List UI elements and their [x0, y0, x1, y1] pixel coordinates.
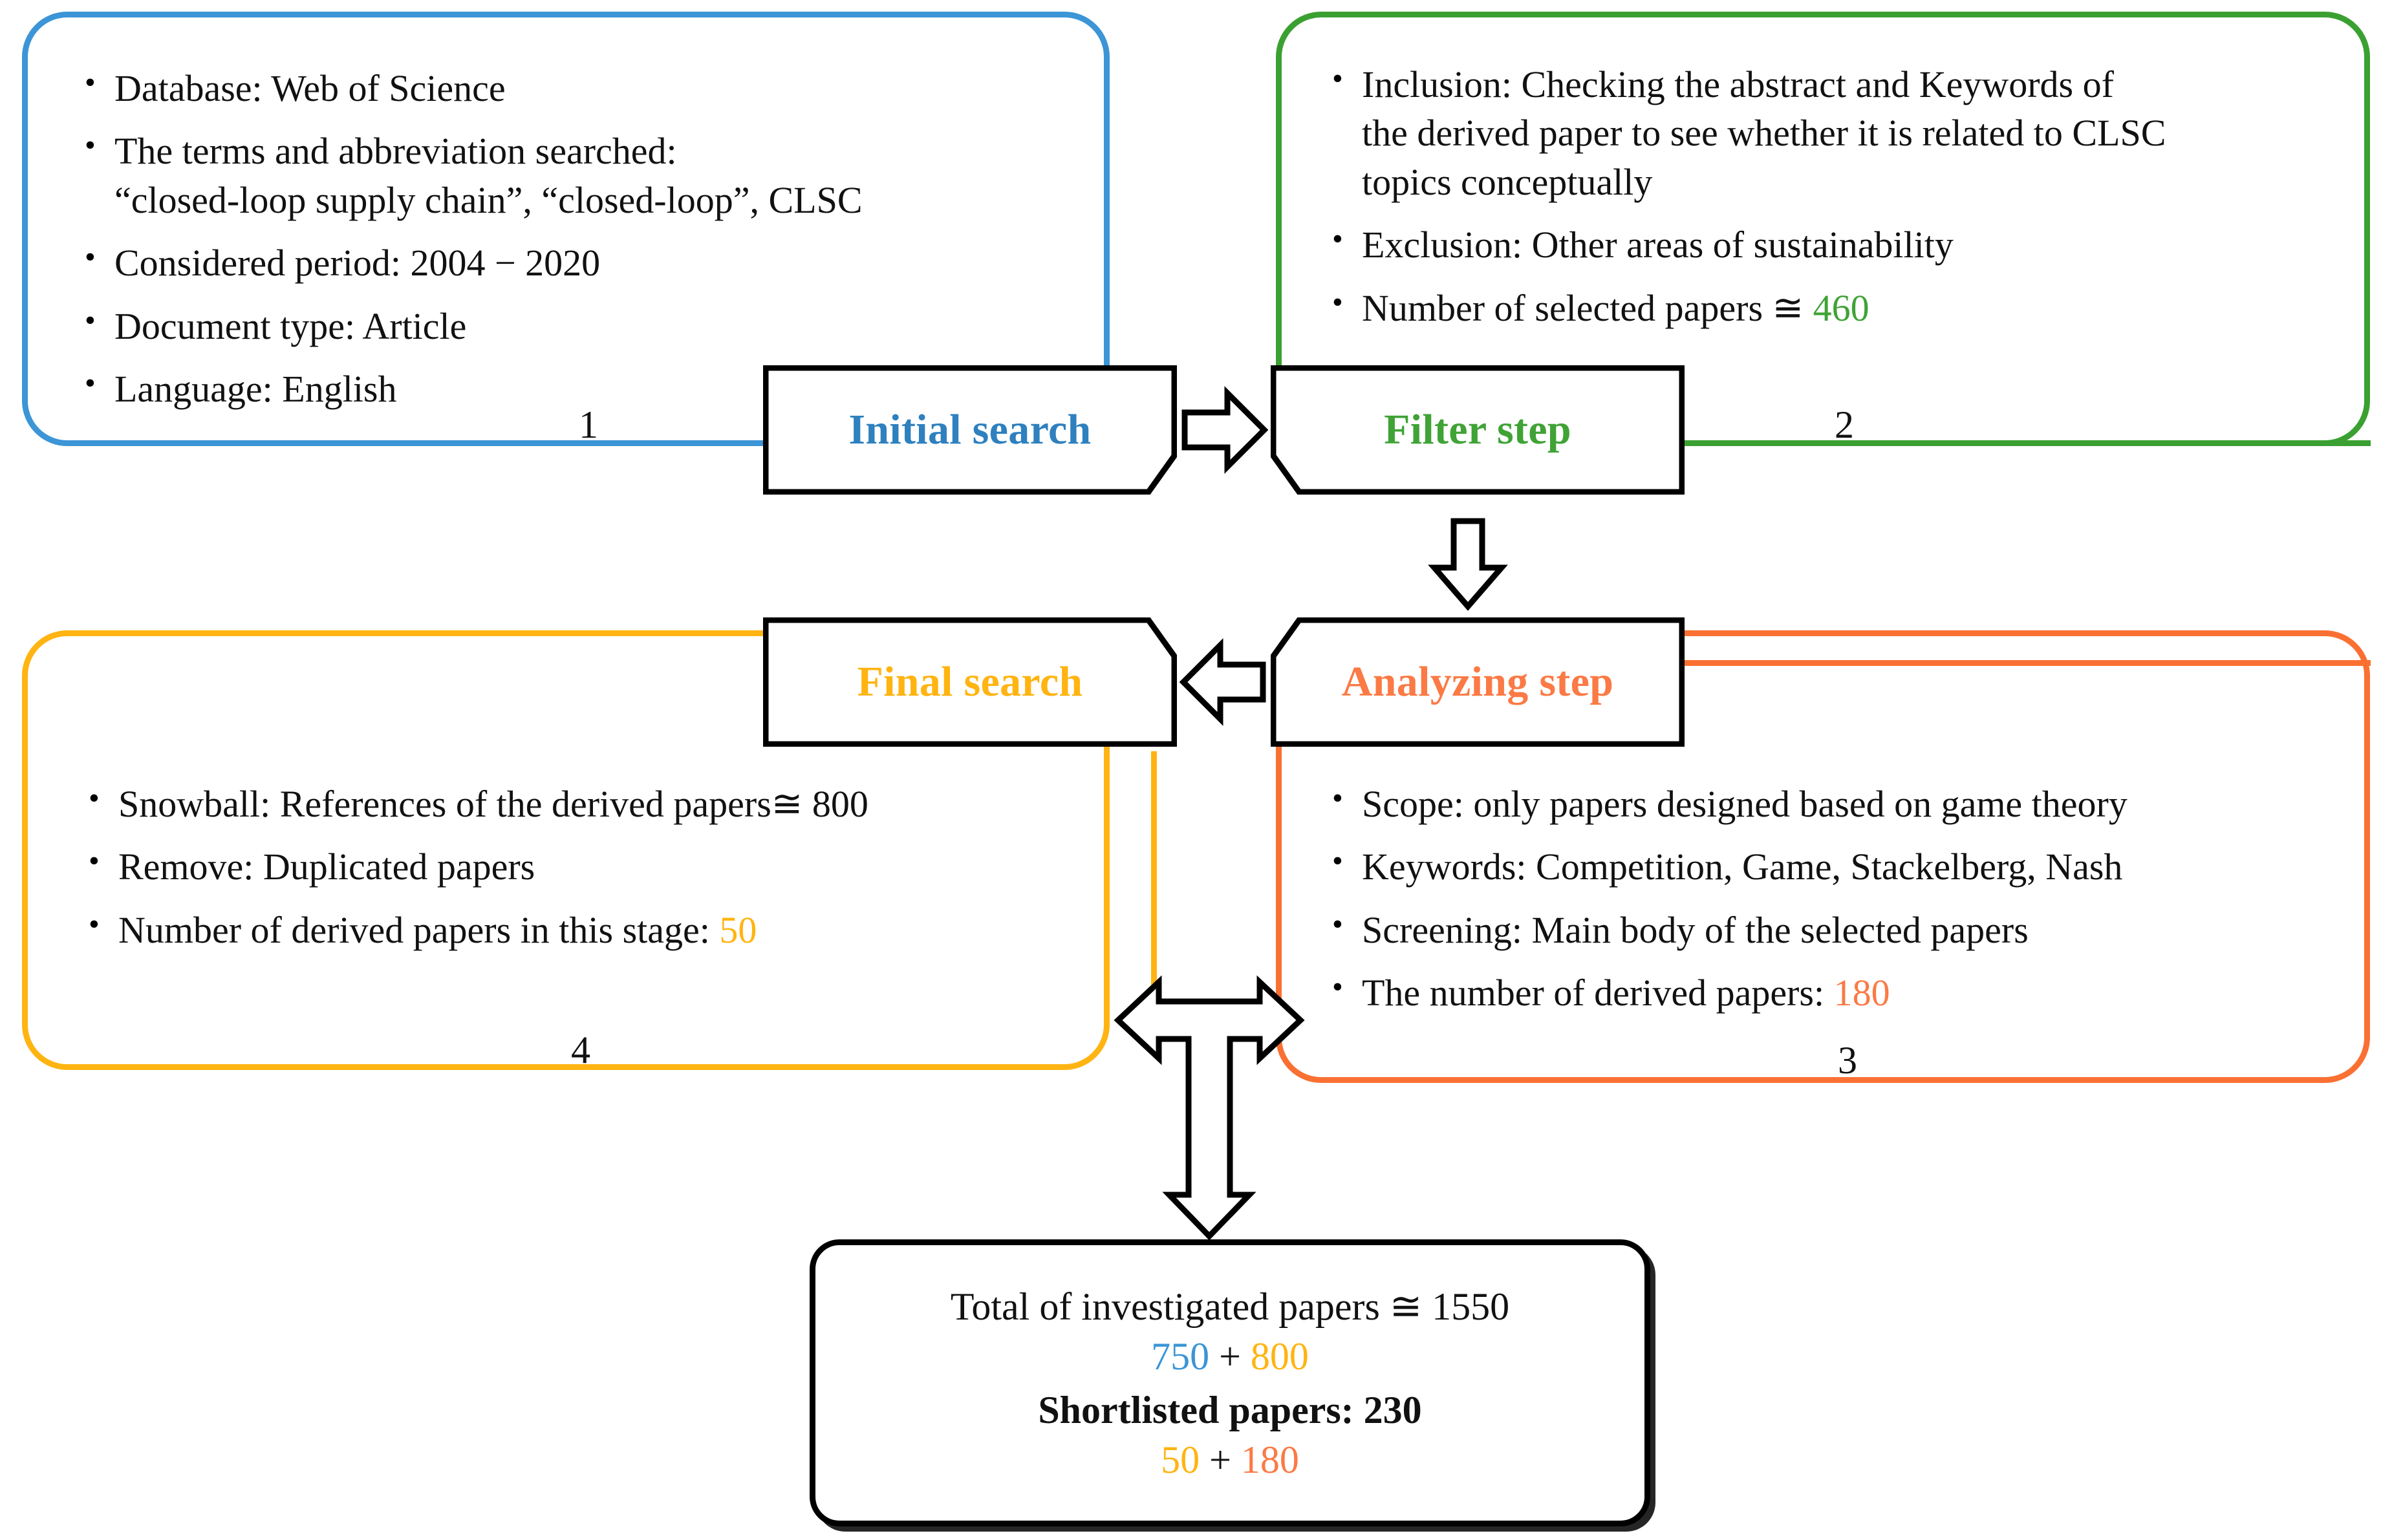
summary-total-b: 800	[1250, 1334, 1309, 1378]
panel-2-number: 2	[1835, 403, 1854, 446]
panel-1-bullet-list: Database: Web of Science The terms and a…	[74, 63, 1083, 427]
panel-3-count: 180	[1833, 972, 1890, 1014]
summary-short-a: 50	[1161, 1438, 1200, 1481]
wire-panel3-top	[1684, 660, 2371, 666]
step-final-search-shape	[763, 617, 1177, 747]
list-item: Considered period: 2004 − 2020	[74, 237, 1083, 287]
step-filter-step-shape	[1271, 365, 1685, 495]
panel-2-count: 460	[1813, 286, 1869, 329]
step-filter-step-label: Filter step	[1384, 406, 1571, 453]
list-item: Number of derived papers in this stage: …	[78, 904, 1087, 954]
panel-3-number: 3	[1838, 1039, 1857, 1082]
panel-4-number: 4	[571, 1029, 590, 1071]
list-item: Scope: only papers designed based on gam…	[1322, 778, 2350, 828]
panel-4-count: 50	[719, 908, 757, 951]
summary-short-b: 180	[1240, 1438, 1299, 1481]
step-final-search-label: Final search	[857, 658, 1083, 705]
panel-1-number: 1	[579, 403, 598, 446]
summary-line-shortlisted: Shortlisted papers: 230	[1038, 1388, 1422, 1431]
summary-line-total: Total of investigated papers ≅ 1550	[950, 1285, 1510, 1328]
panel-filter-criteria: Inclusion: Checking the abstract and Key…	[1276, 12, 2370, 446]
summary-line-total-breakdown: 750 + 800	[815, 1334, 1644, 1379]
step-initial-search-shape	[763, 365, 1177, 495]
arrow-filter-to-analyzing	[1428, 518, 1508, 611]
wire-final-search-down	[1151, 751, 1157, 1010]
step-analyzing-step-label: Analyzing step	[1341, 658, 1614, 705]
step-initial-search[interactable]: Initial search	[763, 365, 1177, 495]
panel-2-bullet-3-text: Number of selected papers ≅	[1362, 286, 1813, 329]
list-item: The terms and abbreviation searched: “cl…	[74, 125, 1083, 224]
panel-4-bullet-3-text: Number of derived papers in this stage:	[118, 908, 720, 951]
list-item: Keywords: Competition, Game, Stackelberg…	[1322, 841, 2350, 891]
arrow-merge-to-summary	[1114, 975, 1305, 1241]
step-final-search[interactable]: Final search	[763, 617, 1177, 747]
panel-initial-search-criteria: Database: Web of Science The terms and a…	[22, 12, 1110, 446]
list-item: Document type: Article	[74, 301, 1083, 350]
list-item: Inclusion: Checking the abstract and Key…	[1322, 59, 2344, 206]
list-item: Number of selected papers ≅ 460	[1322, 283, 2344, 332]
arrow-analyzing-to-final	[1179, 638, 1266, 726]
list-item: Screening: Main body of the selected pap…	[1322, 904, 2350, 954]
panel-analyzing-criteria: Scope: only papers designed based on gam…	[1276, 630, 2370, 1083]
summary-total-a: 750	[1151, 1334, 1210, 1378]
summary-box: Total of investigated papers ≅ 1550 750 …	[810, 1239, 1650, 1526]
panel-final-search-criteria: Snowball: References of the derived pape…	[22, 630, 1110, 1070]
list-item: Remove: Duplicated papers	[78, 841, 1087, 891]
list-item: Exclusion: Other areas of sustainability	[1322, 219, 2344, 269]
list-item: Snowball: References of the derived pape…	[78, 778, 1087, 828]
step-filter-step[interactable]: Filter step	[1271, 365, 1685, 495]
wire-analyzing-down	[1276, 751, 1282, 1010]
arrow-initial-to-filter	[1181, 386, 1269, 474]
step-analyzing-step-shape	[1271, 617, 1685, 747]
summary-short-op: +	[1200, 1438, 1241, 1481]
step-initial-search-label: Initial search	[848, 406, 1092, 453]
panel-3-bullet-list: Scope: only papers designed based on gam…	[1322, 778, 2350, 1032]
panel-4-bullet-list: Snowball: References of the derived pape…	[78, 778, 1087, 968]
list-item: The number of derived papers: 180	[1322, 967, 2350, 1017]
wire-panel4-top	[65, 630, 763, 636]
list-item: Database: Web of Science	[74, 63, 1083, 112]
wire-panel2-right-stub	[1684, 440, 2371, 446]
summary-total-op: +	[1209, 1334, 1251, 1378]
step-analyzing-step[interactable]: Analyzing step	[1271, 617, 1685, 747]
summary-line-shortlisted-breakdown: 50 + 180	[815, 1438, 1644, 1482]
panel-2-bullet-list: Inclusion: Checking the abstract and Key…	[1322, 59, 2344, 347]
panel-3-bullet-4-text: The number of derived papers:	[1362, 972, 1834, 1014]
list-item: Language: English	[74, 363, 1083, 413]
